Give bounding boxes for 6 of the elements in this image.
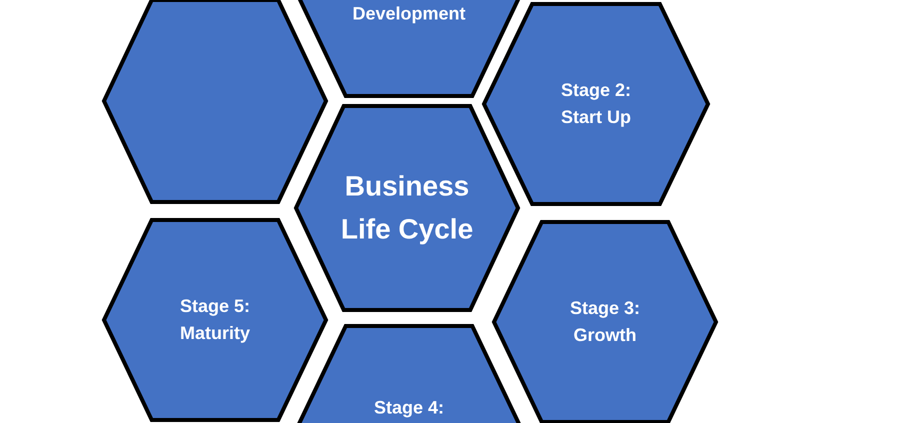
stage-label: Stage 2: Start Up — [560, 79, 632, 129]
stage-label: Stage 4: — [372, 396, 446, 420]
title-text: Business Life Cycle — [340, 170, 474, 247]
stage-label: Stage 5: Maturity — [178, 295, 252, 345]
stage-label: Development — [351, 2, 467, 26]
stage-label: Stage 3: Growth — [568, 297, 642, 347]
